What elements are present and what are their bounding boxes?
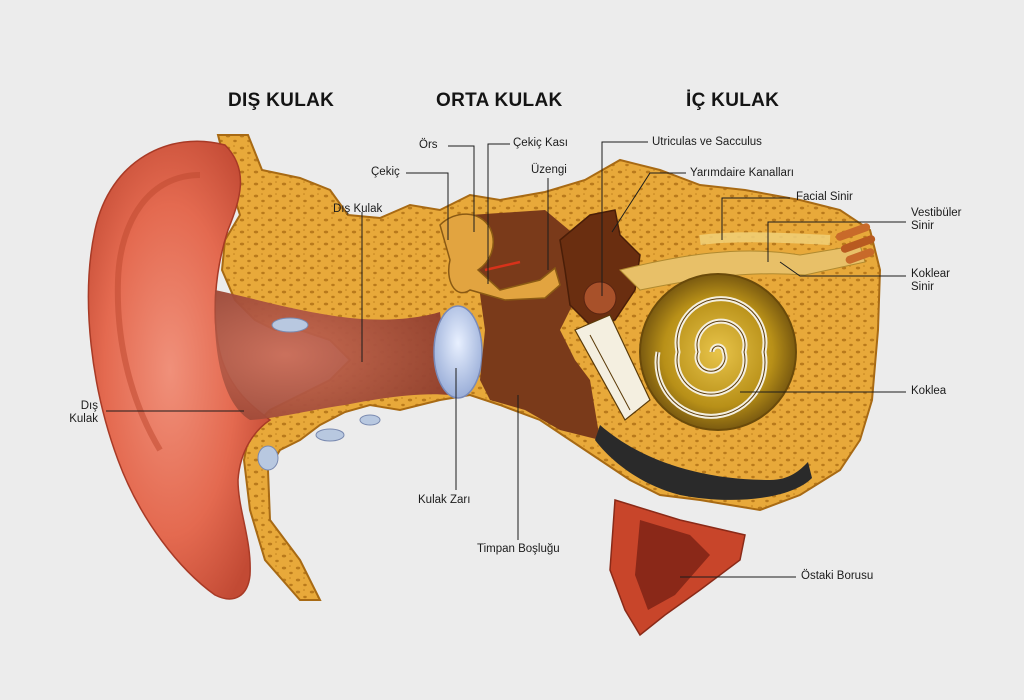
leader-utriculas: [601, 141, 648, 296]
facial-nerve: [699, 232, 831, 245]
label-yarimdaire: Yarımdaire Kanalları: [690, 167, 794, 179]
label-dis-kulak-canal: Dış Kulak: [333, 203, 383, 215]
fluid-pocket: [257, 445, 279, 471]
leader-koklear: [779, 261, 906, 277]
label-ostaki-borusu: Östaki Borusu: [801, 570, 874, 582]
heading-middle-ear: ORTA KULAK: [436, 90, 563, 111]
label-cekic-kasi: Çekiç Kası: [513, 137, 568, 149]
cochlear-channel-line: [589, 334, 631, 411]
label-kulak-zari: Kulak Zarı: [418, 494, 471, 506]
leader-ors: [448, 145, 475, 232]
label-cekic: Çekiç: [371, 166, 400, 178]
leader-vestibuler: [767, 221, 906, 262]
leader-yarimdaire: [611, 172, 686, 233]
tympanic-membrane: [433, 305, 483, 399]
nerve-cut-ends: [835, 223, 876, 264]
vestibule: [559, 209, 641, 326]
eustachian-tube-lumen: [635, 520, 710, 610]
auricle-fold: [114, 172, 201, 452]
label-uzengi: Üzengi: [531, 164, 567, 176]
label-utriculas: Utriculas ve Sacculus: [652, 136, 762, 148]
leader-cekic: [406, 172, 449, 240]
heading-inner-ear: İÇ KULAK: [686, 90, 780, 111]
cochlea-spiral-outline: [656, 298, 766, 417]
leader-lines: [106, 141, 906, 578]
label-dis-kulak-left-1: Dış: [80, 400, 98, 412]
label-facial-sinir: Facial Sinir: [796, 191, 853, 203]
leader-cekic-kasi: [487, 143, 510, 284]
label-vestibuler-1: Vestibüler: [911, 207, 962, 219]
label-timpan-boslugu: Timpan Boşluğu: [477, 543, 560, 555]
leader-facial: [721, 197, 790, 240]
label-vestibuler-2: Sinir: [911, 220, 935, 232]
tensor-tympani: [484, 260, 521, 272]
label-koklear-2: Sinir: [911, 281, 935, 293]
fluid-pocket: [359, 414, 381, 426]
lower-dark-layer: [595, 425, 812, 500]
heading-outer-ear: DIŞ KULAK: [228, 90, 335, 111]
utricle-saccule: [583, 281, 617, 315]
label-dis-kulak-left-2: Kulak: [69, 413, 98, 425]
fluid-pocket: [271, 317, 309, 333]
label-koklea: Koklea: [911, 385, 947, 397]
label-ors: Örs: [419, 139, 438, 151]
label-koklear-1: Koklear: [911, 268, 950, 280]
fluid-pocket: [315, 428, 345, 442]
ossicles: [439, 213, 561, 301]
